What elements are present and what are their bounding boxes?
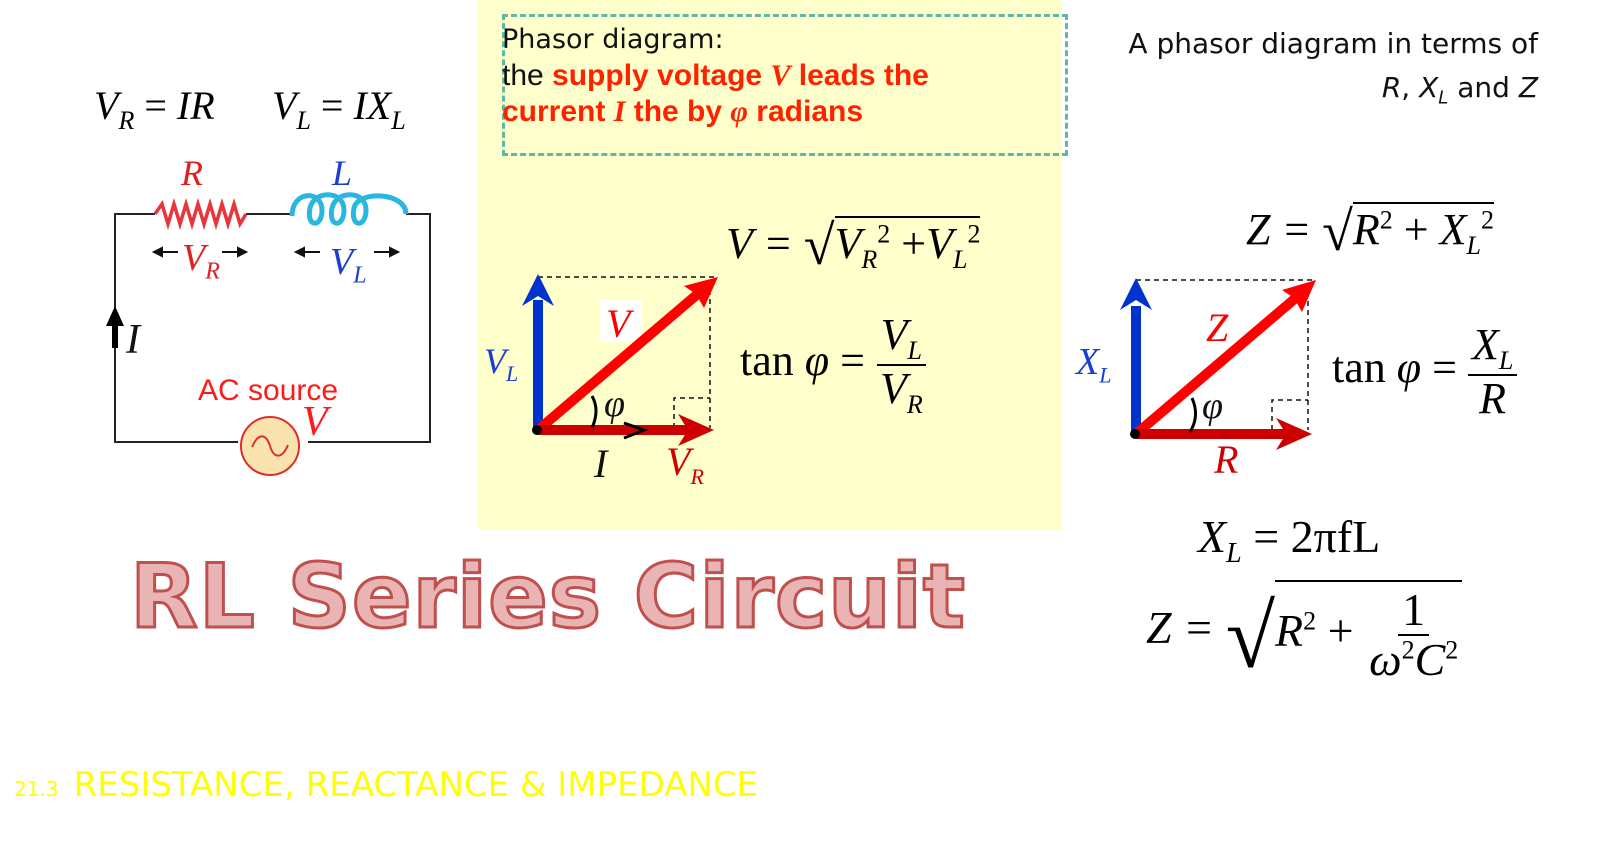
- origin-dot: [1130, 429, 1140, 439]
- phi-angle-arc: [590, 395, 598, 429]
- section-number: 21.3: [14, 777, 59, 801]
- note-line-2: the supply voltage V leads the: [502, 59, 929, 92]
- phasor-note: Phasor diagram: the supply voltage V lea…: [502, 24, 929, 129]
- vr-phasor-arrow: [538, 414, 714, 446]
- vl-phasor-label: VL: [484, 341, 519, 387]
- phasor-note-box: [502, 14, 1068, 156]
- vr-label: VR: [182, 237, 220, 285]
- z-phasor-label: Z: [1206, 305, 1229, 350]
- xl-phasor-arrow: [1120, 278, 1152, 434]
- z-phasor-arrow: [1132, 280, 1316, 438]
- section-footer: 21.3 RESISTANCE, REACTANCE & IMPEDANCE: [14, 765, 758, 805]
- current-direction-icon: [623, 421, 649, 440]
- source-voltage-label: V: [302, 399, 328, 445]
- inductor-icon: [289, 192, 409, 226]
- r-phasor-label: R: [1214, 437, 1239, 482]
- slide-title: RL Series Circuit: [129, 544, 967, 650]
- rl-circuit-diagram: [106, 192, 431, 476]
- xl-phasor-label: XL: [1076, 341, 1112, 388]
- phasor-panel: [478, 0, 1062, 530]
- resistor-label: R: [181, 153, 203, 193]
- vr-phasor-label: VR: [666, 439, 704, 489]
- impedance-phasor-diagram: [1120, 278, 1316, 450]
- phi-label: φ: [1202, 385, 1224, 427]
- v-label-background: [600, 300, 642, 342]
- current-arrow-icon: [106, 306, 124, 348]
- phasor-guides: [538, 276, 716, 428]
- voltage-phasor-diagram: [522, 274, 718, 446]
- ac-source-icon: [240, 416, 300, 476]
- sqrt-icon: √: [803, 215, 835, 277]
- vr-arrows: [151, 246, 401, 258]
- formula-vr: VR = IR: [94, 83, 215, 135]
- formula-vl: VL = IXL: [272, 83, 406, 135]
- vl-label: VL: [330, 241, 367, 289]
- resistor-icon: [153, 197, 248, 231]
- origin-dot: [532, 425, 542, 435]
- current-label: I: [126, 317, 140, 363]
- vl-phasor-arrow: [522, 274, 554, 430]
- r-phasor-arrow: [1136, 418, 1312, 450]
- note-heading: Phasor diagram:: [502, 24, 724, 55]
- inductor-label: L: [332, 153, 353, 193]
- phasor-guides: [1136, 279, 1314, 430]
- v-phasor-arrow: [534, 277, 718, 434]
- v-phasor-label: V: [606, 301, 631, 346]
- right-heading: A phasor diagram in terms of R, XL and Z: [1128, 27, 1538, 109]
- section-title: RESISTANCE, REACTANCE & IMPEDANCE: [73, 765, 759, 805]
- i-phasor-label: I: [594, 441, 608, 486]
- phi-angle-arc: [1188, 397, 1197, 433]
- note-line-3: current I the by φ radians: [502, 95, 864, 128]
- sqrt-icon: √: [1322, 201, 1353, 263]
- equation-z-magnitude: Z = √R2 + XL2: [1246, 201, 1494, 263]
- equation-inductive-reactance: XL = 2πfL: [1198, 511, 1381, 570]
- phi-label: φ: [604, 383, 626, 425]
- sqrt-icon: √: [1225, 587, 1276, 687]
- ac-source-label: AC source: [198, 374, 339, 407]
- equation-v-magnitude: V = √VR2 +VL2: [726, 215, 981, 277]
